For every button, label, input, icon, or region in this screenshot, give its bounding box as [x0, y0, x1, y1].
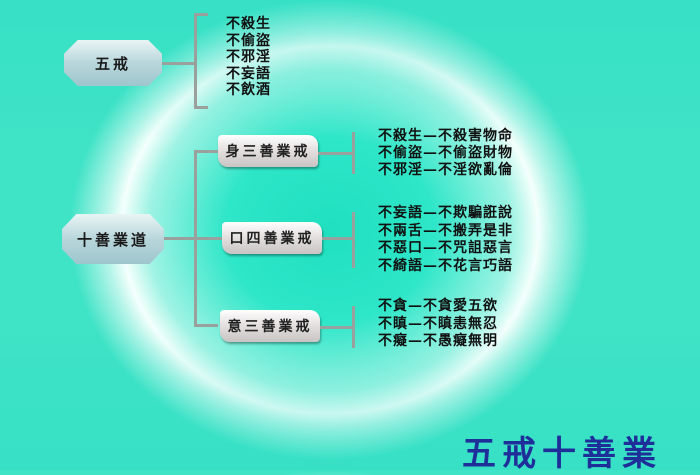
list-item: 不邪淫—不淫欲亂倫 — [378, 162, 513, 178]
body-precepts-label: 身三善業戒 — [225, 144, 311, 160]
list-item: 不兩舌—不搬弄是非 — [378, 222, 513, 239]
connector — [194, 13, 208, 16]
list-item: 不惡口—不咒詛惡言 — [378, 240, 513, 256]
list-item: 不妄語—不欺騙誑說 — [378, 205, 513, 221]
connector — [162, 62, 196, 65]
list-item: 不飲酒 — [226, 82, 271, 98]
list-item: 不偷盜—不偷盜財物 — [378, 145, 513, 161]
list-item: 不殺生 — [226, 16, 271, 32]
connector — [194, 106, 208, 109]
connector — [164, 237, 194, 240]
bracket — [352, 306, 355, 348]
page-title: 五戒十善業 — [462, 434, 662, 474]
ten-good-deeds-node: 十善業道 — [62, 214, 164, 264]
mind-precepts-list: 不貪—不貪愛五欲 不瞋—不瞋恚無忍 不癡—不愚癡無明 — [378, 298, 498, 351]
list-item: 不妄語 — [226, 65, 271, 82]
mind-precepts-label: 意三善業戒 — [227, 319, 313, 335]
five-precepts-node: 五戒 — [64, 40, 162, 86]
five-precepts-list: 不殺生 不偷盜 不邪淫 不妄語 不飲酒 — [226, 16, 271, 99]
mind-precepts-node: 意三善業戒 — [220, 310, 320, 342]
list-item: 不瞋—不瞋恚無忍 — [378, 315, 498, 332]
connector — [194, 150, 218, 153]
speech-precepts-list: 不妄語—不欺騙誑說 不兩舌—不搬弄是非 不惡口—不咒詛惡言 不綺語—不花言巧語 — [378, 205, 513, 275]
list-item: 不貪—不貪愛五欲 — [378, 298, 498, 314]
connector — [194, 324, 218, 327]
list-item: 不癡—不愚癡無明 — [378, 333, 498, 349]
five-precepts-label: 五戒 — [94, 54, 131, 73]
body-precepts-node: 身三善業戒 — [218, 135, 318, 167]
connector — [320, 326, 354, 329]
list-item: 不殺生—不殺害物命 — [378, 128, 513, 144]
list-item: 不偷盜 — [226, 32, 271, 49]
bracket — [352, 212, 355, 268]
connector — [322, 237, 354, 240]
connector — [318, 152, 354, 155]
ten-good-deeds-label: 十善業道 — [76, 230, 149, 249]
list-item: 不邪淫 — [226, 49, 271, 65]
bracket — [194, 13, 197, 109]
speech-precepts-node: 口四善業戒 — [222, 222, 322, 254]
body-precepts-list: 不殺生—不殺害物命 不偷盜—不偷盜財物 不邪淫—不淫欲亂倫 — [378, 128, 513, 179]
bracket — [352, 132, 355, 174]
speech-precepts-label: 口四善業戒 — [229, 231, 315, 247]
connector — [194, 237, 222, 240]
list-item: 不綺語—不花言巧語 — [378, 257, 513, 274]
